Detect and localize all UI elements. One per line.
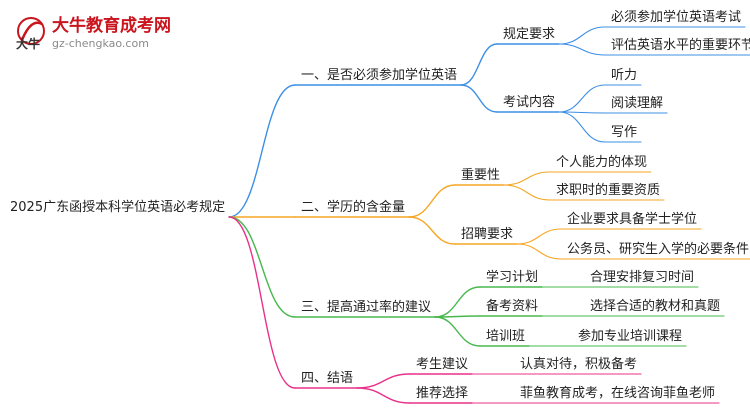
connector-line (516, 228, 562, 245)
branch-label: 四、结语 (301, 371, 353, 386)
subtopic-label: 重要性 (461, 167, 500, 183)
connector-line (434, 286, 481, 318)
subtopic-label: 学习计划 (486, 269, 538, 285)
leaf-label: 阅读理解 (611, 96, 663, 111)
connector-line (408, 216, 456, 245)
connector-line (460, 84, 498, 113)
subtopic-label: 培训班 (486, 328, 525, 344)
subtopic-label: 考试内容 (503, 94, 555, 110)
connector-line (460, 43, 498, 86)
logo-domain: gz-chengkao.com (52, 37, 149, 50)
branch-label: 一、是否必须参加学位英语 (301, 67, 457, 83)
connector-line (228, 216, 296, 318)
connector-line (516, 243, 562, 260)
branch-label: 二、学历的含金量 (301, 199, 405, 215)
mindmap-edges (228, 26, 750, 404)
connector-line (503, 184, 551, 201)
connector-line (558, 111, 606, 143)
leaf-label: 企业要求具备学士学位 (567, 211, 697, 227)
connector-line (558, 43, 606, 56)
connector-line (228, 216, 296, 389)
leaf-label: 参加专业培训课程 (578, 328, 682, 344)
connector-line (558, 26, 606, 45)
logo-mark-text: 大牛 (16, 36, 40, 51)
connector-line (434, 316, 481, 347)
connector-line (356, 387, 411, 404)
logo-name: 大牛教育成考网 (52, 15, 171, 36)
connector-line (408, 184, 456, 218)
leaf-label: 认真对待，积极备考 (520, 356, 637, 372)
leaf-label: 选择合适的教材和真题 (590, 298, 720, 314)
connector-line (558, 84, 606, 113)
subtopic-label: 规定要求 (503, 27, 555, 42)
leaf-label: 合理安排复习时间 (590, 270, 694, 285)
leaf-label: 求职时的重要资质 (556, 182, 660, 198)
connector-line (356, 373, 411, 389)
leaf-label: 写作 (611, 125, 637, 140)
subtopic-label: 考生建议 (416, 357, 468, 372)
leaf-label: 菲鱼教育成考，在线咨询菲鱼老师 (520, 385, 715, 401)
leaf-label: 公务员、研究生入学的必要条件 (567, 241, 749, 257)
subtopic-label: 推荐选择 (416, 386, 468, 401)
site-logo: 大牛 大牛教育成考网 gz-chengkao.com (16, 15, 171, 51)
leaf-label: 个人能力的体现 (556, 154, 647, 170)
connector-line (228, 84, 296, 218)
subtopic-label: 招聘要求 (461, 227, 513, 242)
logo-mark-icon: 大牛 (16, 17, 45, 51)
leaf-label: 评估英语水平的重要环节 (611, 37, 750, 53)
subtopic-label: 备考资料 (486, 298, 538, 314)
leaf-label: 必须参加学位英语考试 (611, 9, 741, 25)
root-topic: 2025广东函授本科学位英语必考规定 (10, 199, 225, 215)
branch-label: 三、提高通过率的建议 (301, 299, 431, 315)
leaf-label: 听力 (611, 68, 637, 83)
connector-line (503, 171, 551, 186)
